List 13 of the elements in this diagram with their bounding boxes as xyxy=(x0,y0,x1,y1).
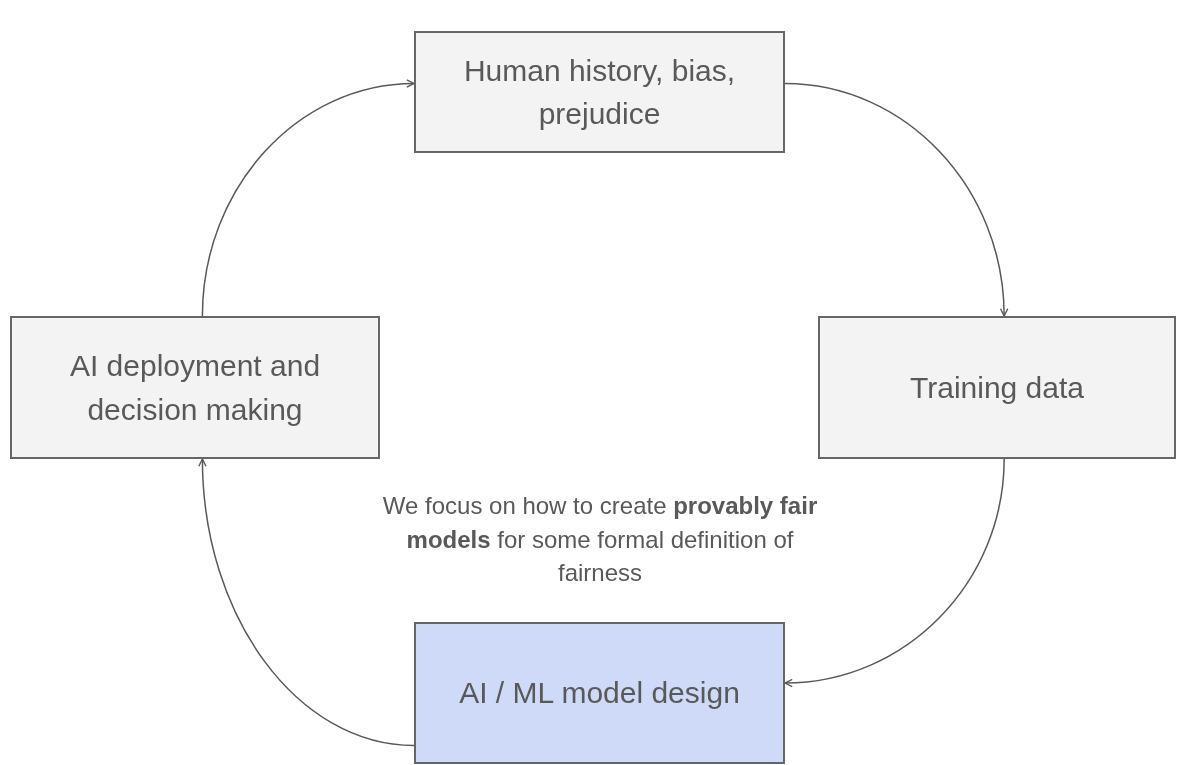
arrow xyxy=(784,82,1008,317)
process-box xyxy=(10,316,380,459)
arrow xyxy=(784,458,1005,687)
box-label: Human history, bias, prejudice xyxy=(462,52,737,132)
note-text: We focus on how to create provably fair models for some formal definition of fairness xyxy=(381,491,819,589)
process-box xyxy=(414,622,785,764)
box-label: AI / ML model design xyxy=(459,675,740,712)
process-box xyxy=(818,316,1176,459)
process-box xyxy=(414,31,785,153)
box-label: AI deployment and decision making xyxy=(68,348,322,428)
arrow xyxy=(201,79,415,317)
box-label: Training data xyxy=(910,369,1084,406)
arrow xyxy=(198,458,415,747)
